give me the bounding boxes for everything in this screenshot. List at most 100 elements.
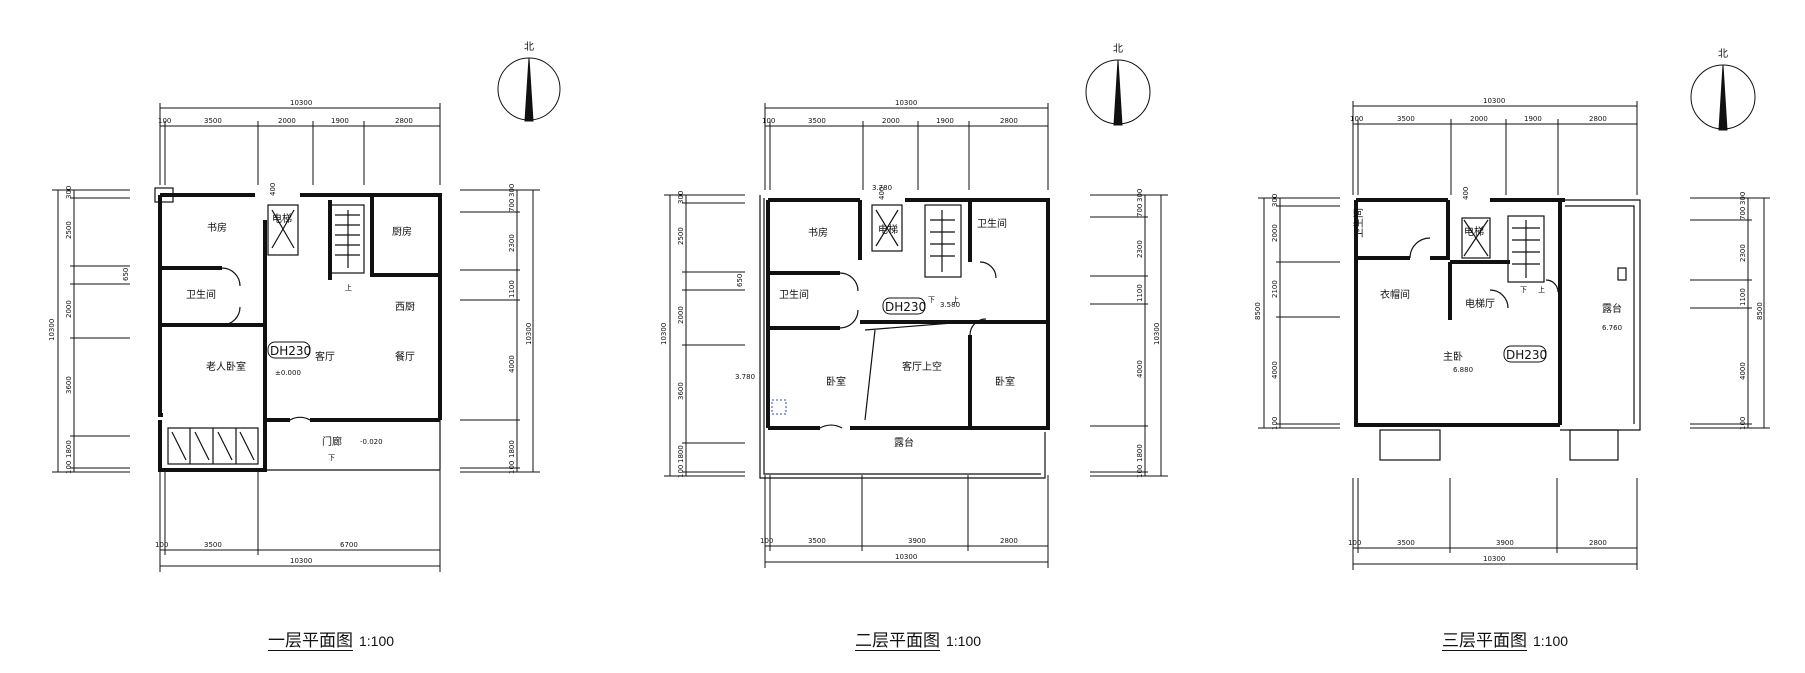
dim-left-seg: 2000 [65,300,73,318]
caption-title: 三层平面图 [1442,631,1527,651]
room-label: 卫生间 [186,288,216,301]
walls [766,198,1050,430]
room-label: 餐厅 [395,350,415,363]
dim-bottom-total: 10300 [895,553,917,561]
dim-right-seg: 700 [508,199,516,212]
dim-left-seg: 4000 [1271,361,1279,379]
level-mark: -0.020 [360,438,383,446]
dim-top-seg: 1900 [936,117,954,125]
dim-left-seg: 300 [677,191,685,204]
dim-top-seg: 2800 [395,117,413,125]
dim-right-seg: 2300 [1136,240,1144,258]
caption-title: 二层平面图 [855,631,940,651]
room-label: 卫生间 [1352,208,1365,238]
dim-right-seg: 1800 [1136,444,1144,462]
level-mark: 6.880 [1453,366,1473,374]
dim-right-total: 8500 [1756,302,1764,320]
room-label: 电梯 [878,223,898,236]
thin-walls [154,187,441,471]
right-dimensions: 10300 700 300 2300 1100 4000 1800 100 [460,184,540,474]
dim-top-seg: 3500 [1397,115,1415,123]
left-dimensions: 8500 300 2000 2100 4000 100 [1254,194,1340,430]
top-dimensions: 10300 100 3500 2000 1900 2800 [762,99,1049,190]
dim-left-seg: 1800 [677,445,685,463]
dim-left-seg: 650 [736,274,744,287]
left-dimensions: 10300 300 2500 650 2000 3600 1800 100 [48,186,130,474]
stair-down-label: 下 [928,296,935,304]
dim-top-seg: 1900 [1524,115,1542,123]
dim-right-seg: 100 [1739,417,1747,430]
level-mark: 3.780 [872,184,892,192]
room-label: 露台 [894,436,914,449]
room-label: 卫生间 [779,288,809,301]
dim-top-seg: 2800 [1589,115,1607,123]
level-mark: 3.580 [940,301,960,309]
dim-right-total: 10300 [525,323,533,345]
dim-top-total: 10300 [290,99,312,107]
room-label: 卧室 [826,375,846,388]
dim-left-seg: 2500 [677,227,685,245]
dim-bottom-seg: 3500 [808,537,826,545]
dim-left-seg: 2100 [1271,280,1279,298]
bottom-dimensions: 100 3500 3900 2800 10300 [760,475,1049,568]
dim-top-seg: 2000 [882,117,900,125]
plan-tag: DH230 [270,344,311,358]
room-label: 书房 [207,221,227,234]
dim-right-seg: 100 [508,461,516,474]
room-label: 卧室 [995,375,1015,388]
right-dimensions: 10300 700 300 2300 1100 4000 1800 100 [1090,189,1168,478]
dim-right-seg: 300 [1739,192,1747,205]
dim-left-seg: 300 [65,186,73,199]
thin-walls [1379,199,1641,461]
room-label: 厨房 [392,225,412,238]
room-label: 电梯 [272,212,292,225]
dim-right-seg: 1100 [1739,288,1747,306]
dim-right-seg: 300 [508,184,516,197]
dim-right-seg: 4000 [508,355,516,373]
plan-1: 北 10300 100 3500 2000 1900 2800 [48,41,561,572]
plan-2: 北 10300 100 3500 2000 1900 2800 [660,43,1168,568]
dim-top-seg: 2000 [278,117,296,125]
dim-left-seg: 1800 [65,440,73,458]
dim-right-seg: 300 [1136,189,1144,202]
north-label: 北 [1718,48,1728,60]
top-dimensions: 10300 100 3500 2000 1900 2800 [1350,97,1638,195]
dim-bottom-seg: 3900 [1496,539,1514,547]
room-label: 客厅 [315,350,335,363]
dim-top-seg: 2000 [1470,115,1488,123]
room-label: 电梯 [1464,225,1484,238]
elevator-dim: 400 [269,183,277,196]
dim-bottom-seg: 3900 [908,537,926,545]
dim-top-seg: 1900 [331,117,349,125]
stair-up-label: 上 [952,295,959,304]
room-labels: 书房 电梯 卫生间 卫生间 客厅上空 卧室 卧室 露台 3.780 3.580 … [735,184,1015,449]
elevator-dim: 400 [1462,187,1470,200]
dim-bottom-seg: 2800 [1589,539,1607,547]
tag-DH230: DH230 [1503,345,1547,363]
elevator-dim: 400 [878,187,886,200]
north-label: 北 [1113,43,1123,55]
tag-DH230: DH230 [267,341,311,359]
left-dimensions: 10300 300 2500 650 2000 3600 1800 100 [660,191,745,478]
room-label: 露台 [1602,302,1622,315]
dim-left-seg: 650 [122,268,130,281]
dim-left-seg: 300 [1271,194,1279,207]
dim-bottom-seg: 6700 [340,541,358,549]
level-mark: ±0.000 [275,369,301,377]
caption-scale: 1:100 [359,633,395,649]
plan-tag: DH230 [1506,348,1547,362]
dim-right-seg: 700 [1136,204,1144,217]
thin-walls [759,195,1046,479]
dim-right-seg: 4000 [1136,360,1144,378]
dim-bottom-seg: 2800 [1000,537,1018,545]
north-arrow-icon: 北 [1690,48,1756,131]
dim-top-total: 10300 [1483,97,1505,105]
dim-right-seg: 1100 [1136,284,1144,302]
north-arrow-icon: 北 [1085,43,1151,126]
walls [158,193,442,472]
dim-left-seg: 100 [1271,417,1279,430]
dim-right-seg: 700 [1739,207,1747,220]
